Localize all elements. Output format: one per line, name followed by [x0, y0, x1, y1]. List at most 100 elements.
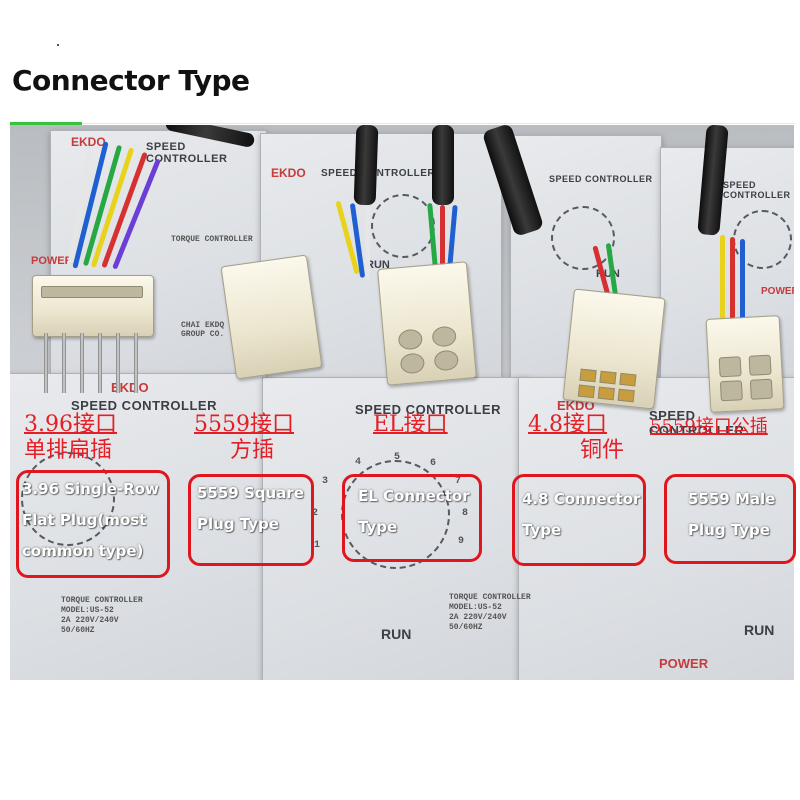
- wire: [730, 237, 735, 327]
- title-divider: [82, 123, 794, 124]
- torque-label: TORQUE CONTROLLER: [61, 596, 143, 605]
- dial-number: 9: [458, 536, 465, 547]
- pin-slot: [397, 328, 424, 351]
- label-cn-line1: 5559接口公插: [650, 416, 768, 437]
- power-label: POWER: [659, 656, 709, 671]
- callout-line: 5559 Male: [688, 490, 776, 508]
- run-label: RUN: [744, 622, 775, 638]
- rating-label: 2A 220V/240V: [61, 616, 119, 625]
- connector-callout-box: [512, 474, 646, 566]
- dial-number: 6: [430, 458, 437, 469]
- connector-callout-text: EL Connector Type: [358, 481, 470, 543]
- panel-heading: SPEED CONTROLLER: [146, 141, 228, 165]
- speed-dial: [371, 194, 435, 258]
- callout-line: 5559 Square: [197, 484, 304, 502]
- panel-heading: SPEED CONTROLLER: [649, 408, 745, 438]
- connector-label-cn: 3.96接口 单排扁插: [24, 412, 117, 464]
- dial-number: 5: [394, 452, 401, 463]
- label-cn-line2: 铜件: [580, 438, 625, 463]
- panel-heading: SPEED CONTROLLER: [71, 398, 217, 413]
- connector-callout-text: 3.96 Single-Row Flat Plug(most common ty…: [22, 474, 159, 567]
- pin: [80, 333, 84, 393]
- callout-line: Flat Plug(most: [22, 511, 147, 529]
- callout-line: 3.96 Single-Row: [22, 480, 159, 498]
- male-plug-connector: [705, 315, 785, 413]
- pin-slot: [399, 352, 426, 375]
- pin: [134, 333, 138, 393]
- callout-line: Type: [522, 521, 562, 539]
- frequency-label: 50/60HZ: [449, 623, 483, 632]
- dial-number: 2: [312, 508, 319, 519]
- dial-number: 4: [355, 457, 362, 468]
- callout-line: common type): [22, 542, 144, 560]
- pin-slot: [748, 354, 772, 376]
- callout-line: Plug Type: [197, 515, 279, 533]
- torque-label: TORQUE CONTROLLER: [449, 593, 531, 602]
- connector-callout-box: [188, 474, 314, 566]
- pin-slot: [579, 368, 597, 383]
- pin-slot: [617, 388, 635, 403]
- controller-panel: EKDO SPEED CONTROLLER TORQUE CONTROLLER …: [10, 373, 315, 680]
- pin-slot: [41, 286, 143, 298]
- company-label: CHAI EKDQ T GROUP CO.: [181, 321, 234, 339]
- callout-line: EL Connector: [358, 487, 470, 505]
- label-cn-line2: 方插: [230, 438, 275, 463]
- rating-label: 2A 220V/240V: [449, 613, 507, 622]
- power-label: POWER: [761, 286, 794, 297]
- dial-number: 8: [462, 508, 469, 519]
- wire: [740, 239, 745, 327]
- pin: [44, 333, 48, 393]
- connector-callout-box: [664, 474, 796, 564]
- torque-label: TORQUE CONTROLLER: [171, 235, 253, 244]
- callout-line: Plug Type: [688, 521, 770, 539]
- label-cn-line1: 5559接口: [194, 412, 294, 437]
- black-cable: [432, 125, 454, 205]
- run-label: RUN: [381, 626, 412, 642]
- square-plug-connector: [220, 254, 323, 380]
- model-label: MODEL:US-52: [61, 606, 114, 615]
- pin-slot: [433, 349, 460, 372]
- wire: [365, 205, 370, 280]
- wire: [440, 205, 445, 267]
- copper-pin-connector: [562, 288, 666, 410]
- black-cable: [353, 125, 379, 206]
- panel-heading: SPEED CONTROLLER: [549, 174, 653, 184]
- page-title: Connector Type: [12, 64, 250, 97]
- connector-label-cn: 5559接口公插: [650, 414, 794, 440]
- pin-slot: [431, 325, 458, 348]
- power-label: POWER: [31, 255, 73, 267]
- callout-line: Type: [358, 518, 398, 536]
- el-connector: [377, 261, 477, 386]
- connector-label-cn: 5559接口 方插: [194, 412, 294, 464]
- connector-label-cn: EL接口: [373, 412, 448, 438]
- pin-slot: [619, 372, 637, 387]
- title-underline: [10, 122, 82, 125]
- panel-heading: SPEED CONTROLLER: [355, 402, 501, 417]
- pin-slot: [749, 378, 773, 400]
- connector-callout-text: 5559 Square Plug Type: [197, 478, 304, 540]
- frequency-label: 50/60HZ: [61, 626, 95, 635]
- panel-heading: SPEED CONTROLLER: [723, 180, 791, 200]
- model-label: MODEL:US-52: [449, 603, 502, 612]
- connector-callout-text: 4.8 Connector Type: [522, 484, 640, 546]
- pin: [62, 333, 66, 393]
- label-cn-line1: EL接口: [373, 412, 448, 437]
- brand-logo: EKDO: [111, 380, 149, 395]
- connector-label-cn: 4.8接口 铜件: [528, 412, 624, 464]
- pin: [116, 333, 120, 393]
- speed-dial: [551, 206, 615, 270]
- pin-slot: [577, 384, 596, 399]
- label-cn-line1: 4.8接口: [528, 412, 607, 437]
- brand-logo: EKDO: [71, 135, 106, 149]
- connector-photo: EKDO SPEED CONTROLLER POWER CHAI EKDQ T …: [10, 125, 794, 680]
- pin-slot: [719, 380, 743, 402]
- pin: [98, 333, 102, 393]
- panel-heading: SPEED CONTROLLER: [321, 168, 436, 179]
- dial-number: 3: [322, 476, 329, 487]
- pin-slot: [599, 370, 617, 385]
- wire: [720, 235, 725, 325]
- dial-number: 7: [455, 476, 462, 487]
- dial-number: 1: [314, 540, 321, 551]
- stray-dot: [57, 44, 59, 46]
- connector-callout-text: 5559 Male Plug Type: [688, 484, 775, 546]
